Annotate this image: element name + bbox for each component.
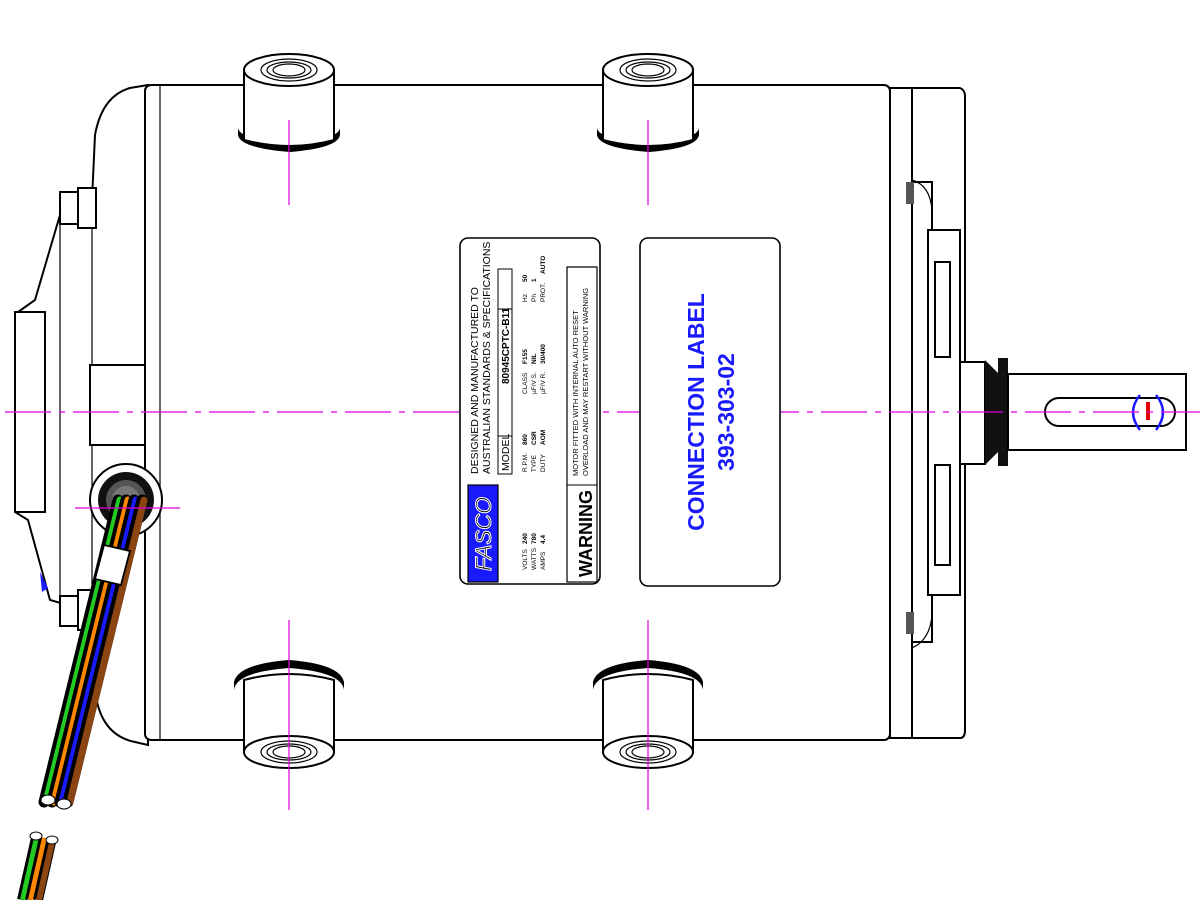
spec-rpm-label: R.P.M. bbox=[522, 453, 529, 472]
spec-capacitor-start-label: µF/V S. bbox=[531, 372, 538, 394]
nameplate: FASCO DESIGNED AND MANUFACTURED TO AUSTR… bbox=[459, 237, 601, 585]
spec-hz-label: Hz bbox=[522, 294, 529, 302]
spec-phase-label: Ph bbox=[531, 294, 538, 302]
brand-logo-text: FASCO bbox=[471, 497, 496, 571]
spec-capacitor-run-label: µF/V R. bbox=[540, 372, 547, 394]
spec-capacitor-start-value: NIL bbox=[531, 354, 538, 365]
spec-phase-value: 1 bbox=[531, 278, 538, 282]
spec-hz-value: 50 bbox=[522, 274, 529, 282]
spec-type-value: CSR bbox=[531, 431, 538, 445]
centerlines bbox=[5, 120, 1200, 810]
mount-boss-top-right bbox=[597, 53, 699, 152]
model-label: MODEL bbox=[500, 434, 512, 472]
spec-amps-value: 4.4 bbox=[540, 535, 547, 544]
warning-title: WARNING bbox=[576, 490, 596, 577]
warning-line-2: OVERLOAD AND MAY RESTART WITHOUT WARNING bbox=[581, 288, 590, 476]
spec-class-label: CLASS bbox=[522, 372, 529, 394]
spec-protection-label: PROT. bbox=[540, 283, 547, 302]
nameplate-header-line-1: DESIGNED AND MANUFACTURED TO bbox=[469, 287, 481, 474]
connection-label-title: CONNECTION LABEL bbox=[683, 293, 709, 531]
spec-type-label: TYPE bbox=[531, 454, 538, 472]
end-bell-right bbox=[889, 87, 1008, 739]
spec-capacitor-run-value: 30/400 bbox=[540, 344, 547, 364]
spec-watts-label: WATTS bbox=[531, 547, 538, 570]
spec-duty-label: DUTY bbox=[540, 454, 547, 472]
spec-duty-value: AOM bbox=[540, 430, 547, 445]
spec-volts-value: 240 bbox=[522, 533, 529, 544]
mount-boss-top-left bbox=[238, 53, 340, 152]
connection-label: CONNECTION LABEL 393-303-02 bbox=[639, 237, 781, 587]
spec-watts-value: 780 bbox=[531, 533, 538, 544]
connection-label-part-number: 393-303-02 bbox=[713, 353, 739, 471]
spec-volts-label: VOLTS bbox=[522, 549, 529, 570]
warning-line-1: MOTOR FITTED WITH INTERNAL AUTO RESET bbox=[571, 310, 580, 476]
model-value: 80945CPTC-B11 bbox=[501, 307, 512, 384]
mount-boss-bottom-left bbox=[234, 660, 344, 769]
spec-rpm-value: 860 bbox=[522, 434, 529, 445]
lead-wires bbox=[17, 494, 148, 900]
brand-badge bbox=[467, 484, 499, 583]
spec-amps-label: AMPS bbox=[540, 551, 547, 570]
spec-protection-value: AUTO bbox=[540, 256, 547, 274]
nameplate-header-line-2: AUSTRALIAN STANDARDS & SPECIFICATIONS bbox=[481, 242, 493, 474]
spec-class-value: F155 bbox=[522, 349, 529, 364]
